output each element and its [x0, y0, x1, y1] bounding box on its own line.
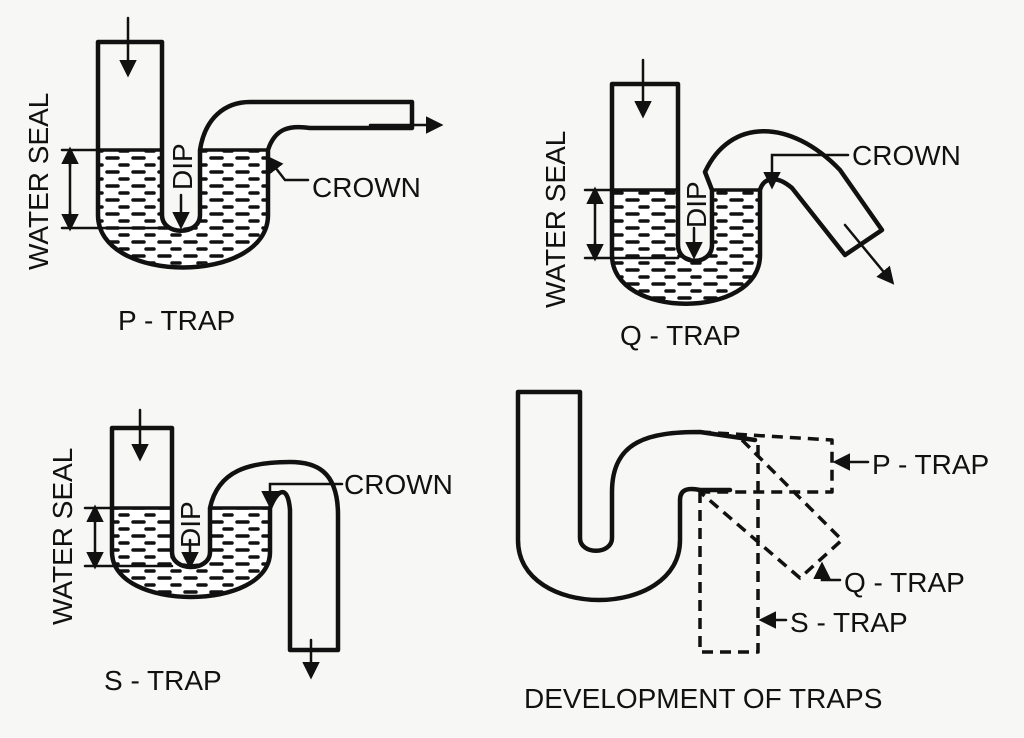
s-trap-dip-label: DIP	[175, 501, 206, 548]
s-trap-figure	[83, 408, 344, 680]
development-p-trap-dashed	[699, 430, 834, 494]
development-title: DEVELOPMENT OF TRAPS	[524, 683, 882, 714]
p-trap-pipe	[95, 39, 415, 270]
q-trap-figure	[583, 58, 895, 306]
s-trap-crown-label: CROWN	[344, 469, 453, 500]
p-trap-water-seal-label: WATER SEAL	[23, 93, 54, 270]
q-trap-crown-label: CROWN	[852, 140, 961, 171]
q-trap-outlet-arrow	[843, 223, 895, 285]
q-trap-crown-pointer	[763, 153, 850, 190]
development-figure	[515, 389, 870, 654]
p-trap-crown-pointer	[265, 155, 310, 182]
development-s-trap-dashed	[698, 440, 760, 654]
development-q-pointer	[813, 561, 842, 582]
development-q-trap-dashed	[698, 438, 844, 580]
s-trap-crown-pointer	[261, 482, 344, 509]
development-solid-trap	[515, 389, 758, 603]
p-trap-dip-label: DIP	[167, 143, 198, 190]
development-s-trap-label: S - TRAP	[790, 607, 908, 638]
p-trap-figure	[60, 16, 444, 270]
q-trap-title: Q - TRAP	[620, 320, 741, 351]
s-trap-title: S - TRAP	[104, 665, 222, 696]
q-trap-dip-label: DIP	[681, 181, 712, 228]
q-trap-water-seal-label: WATER SEAL	[540, 131, 571, 308]
p-trap-crown-label: CROWN	[312, 172, 421, 203]
development-q-trap-label: Q - TRAP	[844, 567, 965, 598]
development-p-trap-label: P - TRAP	[872, 449, 989, 480]
p-trap-title: P - TRAP	[118, 305, 235, 336]
s-trap-water-seal-label: WATER SEAL	[47, 448, 78, 625]
